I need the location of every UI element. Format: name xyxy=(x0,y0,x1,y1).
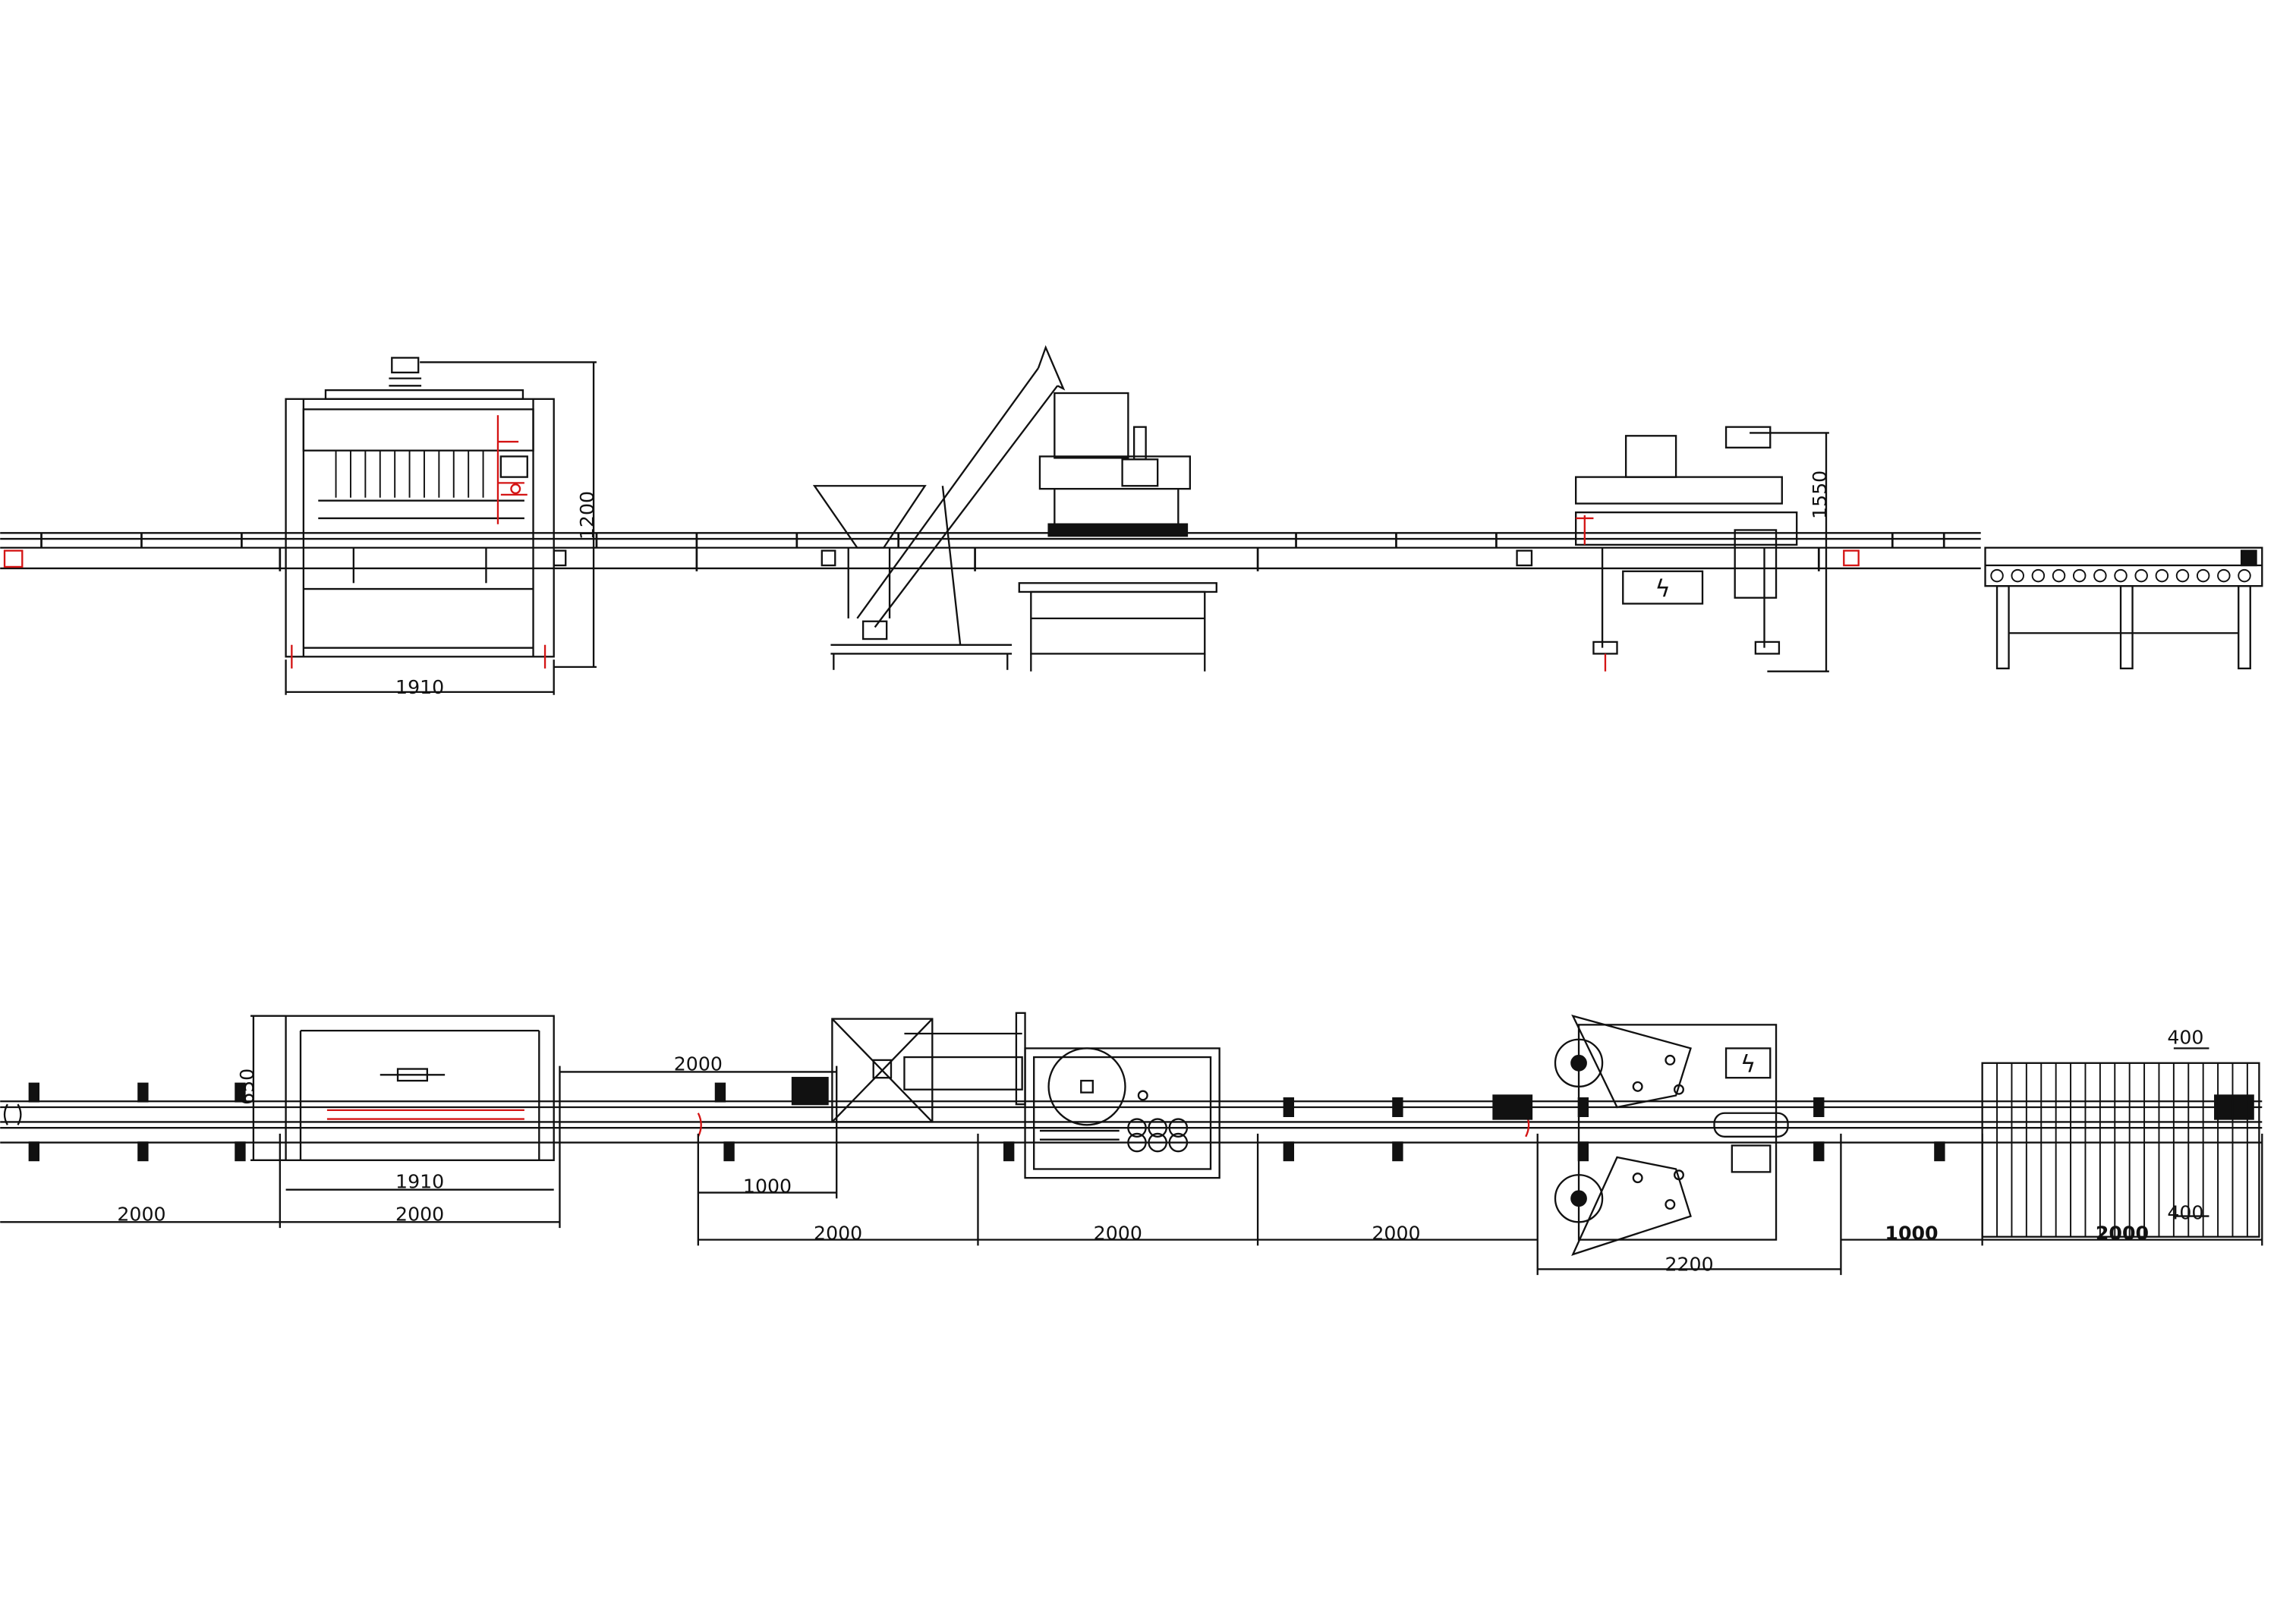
side-conveyor xyxy=(0,532,1981,571)
dim-capper-section-a: 2000 xyxy=(814,1223,862,1245)
top-accumulation-table xyxy=(1981,1047,2260,1238)
dim-top-filler-width: 1910 xyxy=(395,1171,444,1193)
dim-side-filler-width: 1910 xyxy=(395,676,444,698)
dim-filler-depth: 650 xyxy=(236,1069,258,1105)
dim-table-length: 2000 xyxy=(2096,1223,2149,1245)
dim-conveyor-section: 2000 xyxy=(1372,1223,1420,1245)
electrical-symbol-side: ϟ xyxy=(1655,575,1670,603)
top-view xyxy=(0,1012,2263,1276)
side-labeling-machine xyxy=(1575,426,1829,672)
electrical-symbol-top: ϟ xyxy=(1740,1050,1756,1078)
side-capping-machine xyxy=(1018,392,1217,672)
dim-table-width-top: 400 xyxy=(2167,1027,2203,1049)
dim-filler-section: 2000 xyxy=(395,1203,444,1225)
side-filling-machine xyxy=(285,357,597,695)
dim-side-filler-height: 1200 xyxy=(576,491,598,540)
top-capping-machine xyxy=(1024,1047,1220,1179)
dim-conv1-length: 2000 xyxy=(117,1203,165,1225)
side-cap-elevator xyxy=(812,345,1066,670)
side-view xyxy=(0,345,2263,695)
dim-side-labeler-height: 1550 xyxy=(1809,471,1831,519)
dim-labeler-width: 2200 xyxy=(1665,1253,1713,1275)
top-labeling-machine xyxy=(1554,1014,1789,1256)
dim-capper-section-b: 2000 xyxy=(1094,1223,1142,1245)
dim-transfer-length: 2000 xyxy=(674,1053,723,1075)
side-roller-table xyxy=(1984,546,2263,669)
top-cap-hopper xyxy=(831,1012,1026,1123)
dim-hopper-offset: 1000 xyxy=(743,1176,792,1198)
dim-table-width-bottom: 400 xyxy=(2167,1201,2203,1223)
top-filling-machine xyxy=(250,1015,555,1162)
top-dimension-lines xyxy=(0,1065,2263,1276)
dim-gap-length: 1000 xyxy=(1885,1223,1938,1245)
